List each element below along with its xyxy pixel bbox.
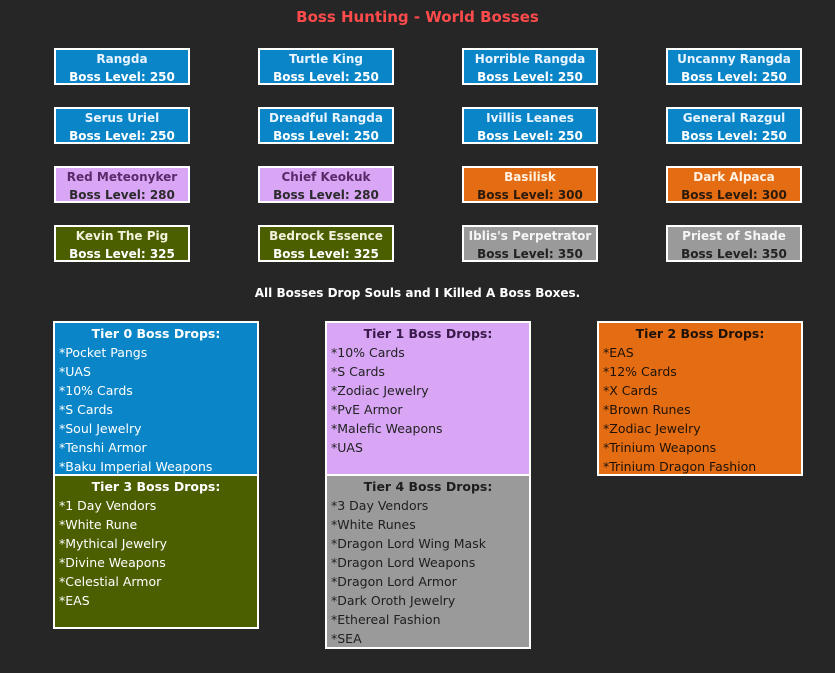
boss-name: General Razgul <box>682 111 786 125</box>
boss-level: Boss Level: 250 <box>273 70 379 84</box>
drop-item: *Dragon Lord Wing Mask <box>331 536 486 551</box>
drop-item: *EAS <box>59 593 90 608</box>
drop-item: *Soul Jewelry <box>59 421 142 436</box>
drop-item: *S Cards <box>59 402 113 417</box>
drop-item: *10% Cards <box>331 345 405 360</box>
drop-item: *Tenshi Armor <box>59 440 147 455</box>
drop-item: *White Runes <box>331 517 416 532</box>
boss-name: Basilisk <box>504 170 556 184</box>
boss-name: Dark Alpaca <box>693 170 775 184</box>
drop-item: *White Rune <box>59 517 138 532</box>
boss-level: Boss Level: 250 <box>477 129 583 143</box>
boss-level: Boss Level: 250 <box>681 70 787 84</box>
boss-name: Red Meteonyker <box>66 170 178 184</box>
drop-item: *12% Cards <box>603 364 677 379</box>
boss-card: General Razgul Boss Level: 250 <box>666 107 802 144</box>
boss-name: Kevin The Pig <box>75 229 169 243</box>
boss-level: Boss Level: 350 <box>681 247 787 261</box>
drop-item: *EAS <box>603 345 634 360</box>
boss-name: Serus Uriel <box>84 111 160 125</box>
boss-card: Bedrock Essence Boss Level: 325 <box>258 225 394 262</box>
drop-item: *UAS <box>59 364 91 379</box>
boss-level: Boss Level: 300 <box>477 188 583 202</box>
boss-name: Uncanny Rangda <box>677 52 791 66</box>
boss-level: Boss Level: 250 <box>477 70 583 84</box>
boss-level: Boss Level: 250 <box>69 129 175 143</box>
drop-item: *Divine Weapons <box>59 555 166 570</box>
drop-item: *1 Day Vendors <box>59 498 157 513</box>
boss-card: Turtle King Boss Level: 250 <box>258 48 394 85</box>
boss-level: Boss Level: 250 <box>681 129 787 143</box>
tier-title: Tier 3 Boss Drops: <box>91 479 221 494</box>
boss-level: Boss Level: 325 <box>273 247 379 261</box>
drop-item: *PvE Armor <box>331 402 403 417</box>
drop-item: *X Cards <box>603 383 658 398</box>
boss-name: Priest of Shade <box>682 229 786 243</box>
boss-card: Horrible Rangda Boss Level: 250 <box>462 48 598 85</box>
boss-name: Horrible Rangda <box>474 52 586 66</box>
boss-card: Uncanny Rangda Boss Level: 250 <box>666 48 802 85</box>
boss-card: Iblis's Perpetrator Boss Level: 350 <box>462 225 598 262</box>
drops-note: All Bosses Drop Souls and I Killed A Bos… <box>254 286 581 300</box>
boss-name: Iblis's Perpetrator <box>468 229 592 243</box>
tier-title: Tier 2 Boss Drops: <box>635 326 765 341</box>
boss-card: Ivillis Leanes Boss Level: 250 <box>462 107 598 144</box>
drop-item: *Dark Oroth Jewelry <box>331 593 456 608</box>
tier-title: Tier 0 Boss Drops: <box>91 326 221 341</box>
drop-item: *Baku Imperial Weapons <box>59 459 213 474</box>
drop-item: *Brown Runes <box>603 402 691 417</box>
drop-item: *Ethereal Fashion <box>331 612 441 627</box>
boss-level: Boss Level: 250 <box>273 129 379 143</box>
tier-1-drops: Tier 1 Boss Drops: *10% Cards *S Cards *… <box>325 321 531 476</box>
drop-item: *Zodiac Jewelry <box>603 421 701 436</box>
boss-card: Basilisk Boss Level: 300 <box>462 166 598 203</box>
drop-item: *Celestial Armor <box>59 574 162 589</box>
boss-name: Chief Keokuk <box>281 170 371 184</box>
boss-level: Boss Level: 350 <box>477 247 583 261</box>
boss-level: Boss Level: 280 <box>273 188 379 202</box>
tier-2-drops: Tier 2 Boss Drops: *EAS *12% Cards *X Ca… <box>597 321 803 476</box>
drop-item: *Trinium Weapons <box>603 440 717 455</box>
drop-item: *3 Day Vendors <box>331 498 429 513</box>
boss-card: Rangda Boss Level: 250 <box>54 48 190 85</box>
page-title: Boss Hunting - World Bosses <box>296 8 539 26</box>
drop-item: *Trinium Dragon Fashion <box>603 459 757 474</box>
boss-card: Priest of Shade Boss Level: 350 <box>666 225 802 262</box>
drop-item: *S Cards <box>331 364 385 379</box>
drop-item: *Malefic Weapons <box>331 421 443 436</box>
drop-item: *Pocket Pangs <box>59 345 148 360</box>
tier-0-drops: Tier 0 Boss Drops: *Pocket Pangs *UAS *1… <box>53 321 259 476</box>
boss-level: Boss Level: 280 <box>69 188 175 202</box>
boss-name: Ivillis Leanes <box>486 111 574 125</box>
boss-name: Turtle King <box>288 52 364 66</box>
tier-title: Tier 1 Boss Drops: <box>363 326 493 341</box>
boss-level: Boss Level: 300 <box>681 188 787 202</box>
boss-card: Kevin The Pig Boss Level: 325 <box>54 225 190 262</box>
drop-item: *UAS <box>331 440 363 455</box>
tier-3-drops: Tier 3 Boss Drops: *1 Day Vendors *White… <box>53 474 259 629</box>
drop-item: *SEA <box>331 631 362 646</box>
boss-level: Boss Level: 325 <box>69 247 175 261</box>
tier-title: Tier 4 Boss Drops: <box>363 479 493 494</box>
boss-level: Boss Level: 250 <box>69 70 175 84</box>
boss-name: Rangda <box>96 52 148 66</box>
drop-item: *Dragon Lord Weapons <box>331 555 476 570</box>
boss-card: Chief Keokuk Boss Level: 280 <box>258 166 394 203</box>
drop-item: *Mythical Jewelry <box>59 536 168 551</box>
drop-item: *Zodiac Jewelry <box>331 383 429 398</box>
drop-item: *Dragon Lord Armor <box>331 574 457 589</box>
boss-name: Bedrock Essence <box>269 229 383 243</box>
tier-4-drops: Tier 4 Boss Drops: *3 Day Vendors *White… <box>325 474 531 649</box>
boss-card: Dreadful Rangda Boss Level: 250 <box>258 107 394 144</box>
boss-card: Serus Uriel Boss Level: 250 <box>54 107 190 144</box>
drop-item: *10% Cards <box>59 383 133 398</box>
boss-name: Dreadful Rangda <box>269 111 383 125</box>
boss-card: Dark Alpaca Boss Level: 300 <box>666 166 802 203</box>
boss-card: Red Meteonyker Boss Level: 280 <box>54 166 190 203</box>
